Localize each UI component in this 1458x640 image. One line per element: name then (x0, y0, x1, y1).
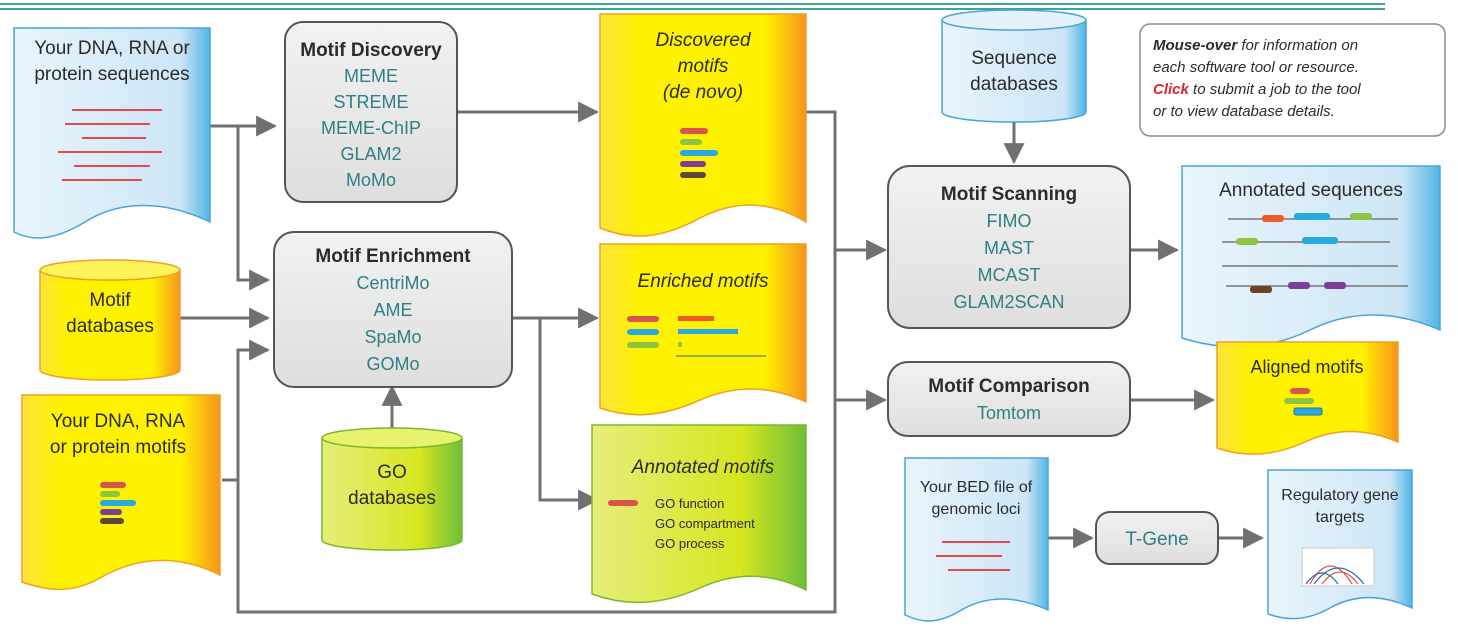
tool-tomtom[interactable]: Tomtom (977, 403, 1041, 423)
motif-scanning-title: Motif Scanning (941, 184, 1077, 205)
motif-discovery-title: Motif Discovery (300, 40, 442, 61)
bed-file-line2: genomic loci (932, 501, 1021, 518)
bed-file-doc[interactable]: Your BED file of genomic loci (904, 457, 1049, 622)
annotated-motifs-doc[interactable]: Annotated motifs GO function GO compartm… (591, 424, 807, 604)
help-line4: or to view database details. (1153, 103, 1335, 120)
regulatory-targets-line2: targets (1316, 509, 1365, 526)
bed-lines-icon (936, 541, 1010, 571)
motif-databases-cylinder[interactable]: Motif databases (39, 259, 181, 381)
go-databases-line2: databases (348, 488, 436, 509)
annotated-sequences-doc[interactable]: Annotated sequences (1181, 165, 1441, 348)
help-box: Mouse-over for information on each softw… (1139, 23, 1446, 137)
input-motifs-line1: Your DNA, RNA (51, 411, 186, 432)
input-sequences-line2: protein sequences (34, 64, 189, 85)
tool-mcast[interactable]: MCAST (978, 265, 1041, 285)
tool-gomo[interactable]: GOMo (366, 354, 419, 374)
tool-centrimo[interactable]: CentriMo (356, 273, 429, 293)
tool-momo[interactable]: MoMo (346, 170, 396, 190)
go-databases-line1: GO (377, 462, 407, 483)
go-process-label: GO process (655, 536, 725, 551)
enriched-motifs-title: Enriched motifs (638, 271, 769, 292)
tool-fimo[interactable]: FIMO (987, 211, 1032, 231)
tool-streme[interactable]: STREME (333, 92, 408, 112)
go-databases-cylinder[interactable]: GO databases (321, 427, 463, 551)
bed-file-line1: Your BED file of (920, 479, 1033, 496)
motif-discovery-box: Motif Discovery MEME STREME MEME-ChIP GL… (284, 21, 458, 203)
discovered-motif-stack-icon (680, 128, 718, 178)
regulatory-targets-doc[interactable]: Regulatory gene targets (1267, 469, 1413, 620)
discovered-motifs-line3: (de novo) (663, 82, 743, 103)
input-motifs-line2: or protein motifs (50, 437, 186, 458)
motif-enrichment-title: Motif Enrichment (315, 246, 471, 267)
motif-databases-line1: Motif (89, 290, 131, 311)
tool-tgene: T-Gene (1125, 529, 1188, 550)
tool-ame[interactable]: AME (373, 300, 412, 320)
motif-comparison-box: Motif Comparison Tomtom (887, 361, 1131, 437)
sequence-databases-cylinder[interactable]: Sequence databases (941, 9, 1087, 123)
aligned-motifs-doc[interactable]: Aligned motifs (1216, 341, 1399, 455)
enriched-motifs-doc[interactable]: Enriched motifs (599, 243, 807, 416)
input-motifs-doc[interactable]: Your DNA, RNA or protein motifs (21, 394, 221, 591)
tool-glam2scan[interactable]: GLAM2SCAN (953, 292, 1064, 312)
motif-enrichment-box: Motif Enrichment CentriMo AME SpaMo GOMo (273, 231, 513, 388)
aligned-motif-stack-icon (1284, 388, 1323, 416)
go-function-label: GO function (655, 496, 724, 511)
discovered-motifs-doc[interactable]: Discovered motifs (de novo) (599, 13, 807, 237)
input-sequences-line1: Your DNA, RNA or (34, 38, 190, 59)
tool-meme-chip[interactable]: MEME-ChIP (321, 118, 421, 138)
help-line3-rest: to submit a job to the tool (1189, 81, 1361, 98)
motif-stack-icon (100, 482, 136, 524)
input-sequences-doc[interactable]: Your DNA, RNA or protein sequences (13, 27, 211, 239)
enriched-motif-table-icon (627, 316, 766, 357)
connectors (180, 101, 1265, 614)
help-mouseover-label: Mouse-over (1153, 37, 1238, 54)
help-line2: each software tool or resource. (1153, 59, 1359, 76)
annotated-sequences-title: Annotated sequences (1219, 180, 1403, 201)
discovered-motifs-line2: motifs (678, 56, 729, 77)
tool-meme[interactable]: MEME (344, 66, 398, 86)
discovered-motifs-line1: Discovered (655, 30, 751, 51)
sequence-databases-line1: Sequence (971, 48, 1057, 69)
sequence-lines-icon (58, 109, 162, 181)
help-line1: Mouse-over for information on (1153, 37, 1358, 54)
help-line1-rest: for information on (1237, 37, 1358, 54)
help-click-label: Click (1153, 81, 1190, 98)
annotated-sequences-icon (1222, 213, 1408, 293)
aligned-motifs-title: Aligned motifs (1250, 357, 1363, 377)
motif-comparison-title: Motif Comparison (928, 376, 1090, 397)
annotated-motifs-title: Annotated motifs (631, 457, 775, 478)
help-line3: Click to submit a job to the tool (1153, 81, 1361, 98)
regulatory-targets-line1: Regulatory gene (1281, 487, 1399, 504)
go-compartment-label: GO compartment (655, 516, 755, 531)
tool-glam2[interactable]: GLAM2 (340, 144, 401, 164)
tgene-box[interactable]: T-Gene (1095, 511, 1219, 565)
tool-spamo[interactable]: SpaMo (364, 327, 421, 347)
sequence-databases-line2: databases (970, 74, 1058, 95)
motif-scanning-box: Motif Scanning FIMO MAST MCAST GLAM2SCAN (887, 165, 1131, 329)
regulatory-arcs-icon (1301, 547, 1375, 587)
annotated-motif-icon (608, 500, 638, 506)
tool-mast[interactable]: MAST (984, 238, 1034, 258)
motif-databases-line2: databases (66, 316, 154, 337)
